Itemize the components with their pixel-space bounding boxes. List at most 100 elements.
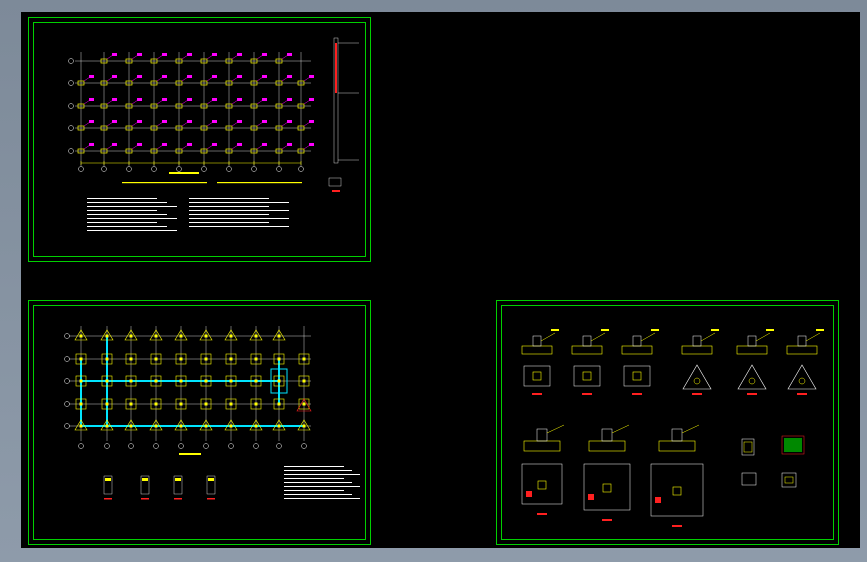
notes-text-line <box>284 482 352 483</box>
column-mark <box>100 103 108 109</box>
section-detail <box>140 475 150 495</box>
column-stub <box>277 402 281 406</box>
axis-bubble <box>64 401 70 407</box>
triangular-footing <box>100 419 114 431</box>
column-mark <box>175 103 183 109</box>
column-stub <box>154 379 158 383</box>
square-footing <box>250 398 262 410</box>
column-mark <box>250 80 258 86</box>
leader-line <box>755 332 771 342</box>
column-tag <box>137 53 142 56</box>
axis-bubble <box>298 166 304 172</box>
notes-text-line <box>87 206 177 207</box>
notes-text-line <box>284 474 360 475</box>
square-footing <box>225 398 237 410</box>
notes-text-line <box>87 202 167 203</box>
section-fill <box>208 478 214 481</box>
column-tag <box>309 98 314 101</box>
column-stub <box>277 334 281 338</box>
detail-label-mark <box>672 525 682 527</box>
square-footing <box>125 375 137 387</box>
column-stub <box>154 424 158 428</box>
axis-bubble <box>251 166 257 172</box>
notes-text-line <box>284 486 360 487</box>
notes-text-line <box>284 490 344 491</box>
column-mark <box>225 103 233 109</box>
column-mark <box>275 103 283 109</box>
axis-bubble <box>276 166 282 172</box>
leader-line <box>611 424 630 434</box>
column-mark <box>225 80 233 86</box>
section-label-mark <box>174 498 182 500</box>
square-footing <box>75 375 87 387</box>
square-footing <box>273 353 285 365</box>
triangle-footing-plan <box>682 364 712 390</box>
footing-elevation <box>523 440 561 452</box>
drawing-title-mark <box>179 453 201 455</box>
column-stub <box>105 379 109 383</box>
column-mark <box>125 58 133 64</box>
column-stub <box>277 424 281 428</box>
combined-footing <box>270 368 288 394</box>
notes-text-line <box>284 478 344 479</box>
column-mark <box>200 103 208 109</box>
column-mark <box>250 103 258 109</box>
triangular-footing <box>100 329 114 341</box>
column-tag <box>187 98 192 101</box>
column-mark <box>150 148 158 154</box>
leader-line <box>590 332 606 342</box>
column-mark <box>275 125 283 131</box>
column-stub <box>154 402 158 406</box>
axis-bubble <box>101 166 107 172</box>
square-footing <box>200 375 212 387</box>
axis-bubble <box>276 443 282 449</box>
triangular-footing <box>124 419 138 431</box>
column-mark <box>100 58 108 64</box>
section-label-mark <box>207 498 215 500</box>
column-layout-sheet[interactable] <box>28 17 371 262</box>
column-tag <box>89 75 94 78</box>
square-footing <box>175 375 187 387</box>
column-mark <box>275 58 283 64</box>
foundation-plan-sheet[interactable] <box>28 300 371 545</box>
axis-bubble <box>104 443 110 449</box>
section-marker <box>526 491 532 497</box>
column-mark <box>200 148 208 154</box>
axis-bubble <box>151 166 157 172</box>
notes-text-line <box>189 218 289 219</box>
square-footing <box>200 353 212 365</box>
column-stub <box>229 424 233 428</box>
foundation-detail-sheet[interactable] <box>496 300 839 545</box>
pedestal <box>536 428 548 442</box>
axis-bubble <box>68 103 74 109</box>
triangular-footing <box>174 419 188 431</box>
notes-text-line <box>189 202 289 203</box>
notes-text-line <box>284 494 352 495</box>
column-tag <box>212 98 217 101</box>
column-mark <box>125 148 133 154</box>
square-footing <box>298 353 310 365</box>
footing-elevation <box>786 345 818 355</box>
footing-elevation <box>621 345 653 355</box>
column-stub <box>129 334 133 338</box>
section-fill <box>142 478 148 481</box>
foundation-detail-drawing <box>521 329 824 527</box>
footing-plan <box>523 365 551 387</box>
drawing-title-mark <box>169 172 199 174</box>
triangular-footing <box>272 329 286 341</box>
pedestal <box>582 335 592 347</box>
pedestal <box>601 428 613 442</box>
square-footing <box>125 353 137 365</box>
column-stub <box>79 334 83 338</box>
column-mark <box>100 125 108 131</box>
section-detail <box>103 475 113 495</box>
axis-bubble <box>178 443 184 449</box>
notes-text-line <box>189 206 269 207</box>
column-stub <box>254 357 258 361</box>
notes-text-line <box>87 222 157 223</box>
triangle-footing-plan <box>787 364 817 390</box>
footing-elevation <box>521 345 553 355</box>
column-tag <box>137 120 142 123</box>
cad-drawing-viewport[interactable] <box>21 12 860 548</box>
beam-section <box>781 472 797 488</box>
